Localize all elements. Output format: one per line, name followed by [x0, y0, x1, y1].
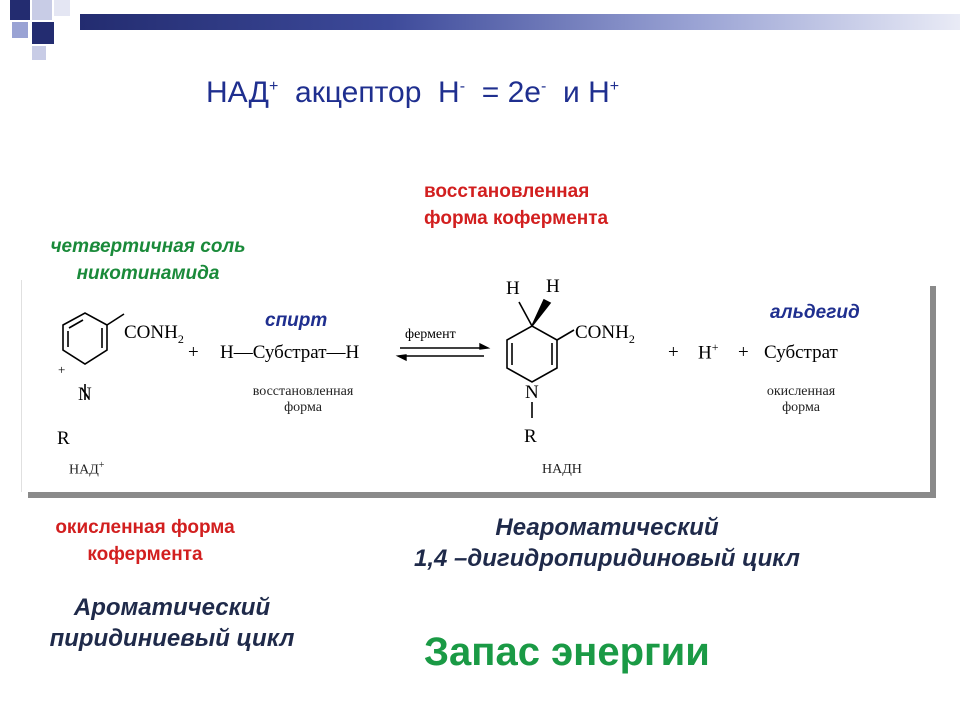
h-wedge: H [546, 276, 560, 297]
n-right: N [525, 382, 539, 403]
bond-to-conh2 [556, 329, 575, 341]
ring-double-bond [68, 319, 84, 329]
r-left: R [57, 428, 70, 449]
energy-label: Запас энергии [424, 630, 710, 674]
oxidized-small-label: окисленная форма [766, 384, 836, 415]
plus-sign: + [668, 342, 679, 363]
restored-form-label: восстановленная форма кофермента [424, 181, 609, 229]
oxidized-form-label: окисленная форма кофермента [55, 517, 235, 565]
alcohol-label: спирт [265, 310, 328, 331]
page-title: НАД+ акцептор Н- = 2е- и Н+ [206, 76, 620, 109]
reaction-scheme-svg [62, 298, 575, 418]
equilibrium-arrows [395, 342, 491, 362]
decor-square [54, 0, 70, 16]
dihydropyridine-ring [506, 298, 575, 418]
r-right: R [524, 426, 537, 447]
decor-square [32, 0, 52, 20]
nad-plus-label: НАД+ [69, 460, 105, 478]
forward-arrowhead [479, 342, 491, 350]
decor-square [12, 22, 28, 38]
aromatic-cycle-label: Ароматический пиридиниевый цикл [49, 594, 295, 652]
bond-to-conh2 [106, 313, 125, 326]
enzyme-label: фермент [405, 327, 456, 342]
substrate-left: H—Субстрат—H [220, 342, 360, 363]
h-axial: H [506, 278, 520, 299]
plus-sign: + [738, 342, 749, 363]
bond-to-h [518, 301, 533, 327]
n-left: N [78, 384, 92, 405]
nadh-label: НАДН [542, 462, 582, 477]
proton: H+ [698, 340, 719, 364]
conh2-right: CONH2 [575, 322, 635, 346]
reaction-panel: CONH2 + N R НАД+ + спирт H—Субстрат—H во… [22, 276, 930, 492]
n-plus-charge: + [58, 362, 66, 377]
wedge-bond [531, 298, 552, 327]
restored-small-label: восстановленная форма [252, 384, 354, 415]
ring-outline [62, 312, 108, 365]
aldehyde-label: альдегид [770, 302, 860, 323]
decor-square [32, 46, 46, 60]
reverse-arrowhead [395, 354, 407, 362]
decor-square [32, 22, 54, 44]
header-bar [80, 14, 960, 30]
nonaromatic-cycle-label: Неароматический 1,4 –дигидропиридиновый … [414, 514, 800, 572]
pyridinium-ring [62, 312, 125, 400]
conh2-left: CONH2 [124, 322, 184, 346]
plus-sign: + [188, 342, 199, 363]
ring-outline [506, 325, 558, 383]
quaternary-salt-label: четвертичная соль никотинамида [50, 236, 246, 284]
substrate-right: Субстрат [764, 342, 838, 363]
header-decoration [0, 0, 960, 60]
decor-square [10, 0, 30, 20]
